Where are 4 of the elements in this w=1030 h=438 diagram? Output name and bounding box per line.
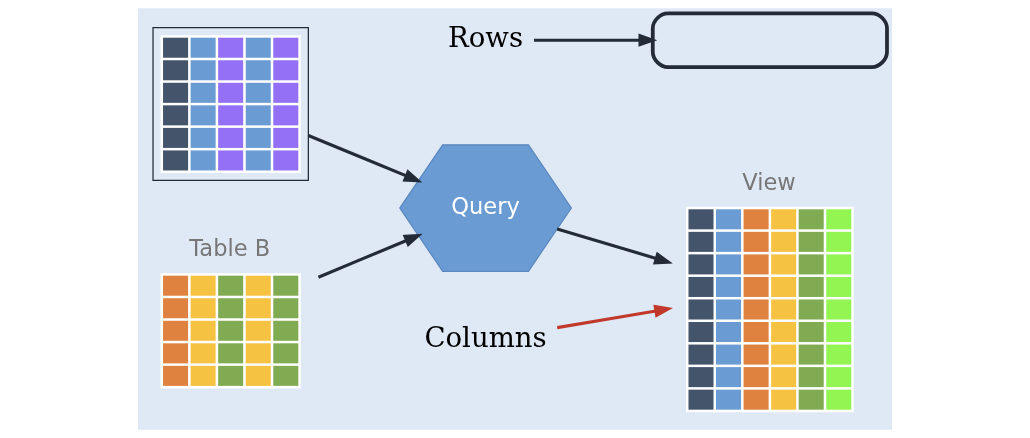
node-text: Columns <box>424 320 547 353</box>
node-label: Table B <box>189 235 271 262</box>
node-text: Rows <box>448 21 524 54</box>
node-label: View <box>742 168 796 195</box>
